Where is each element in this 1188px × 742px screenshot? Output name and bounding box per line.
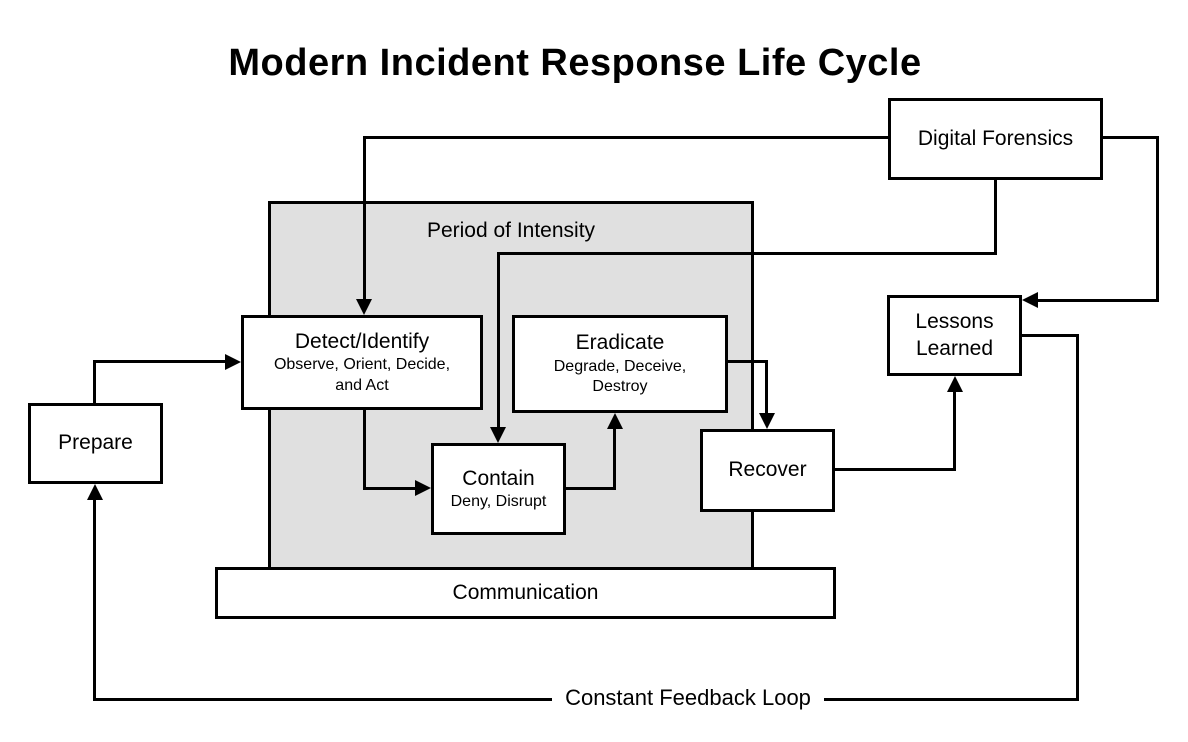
digital-forensics-label: Digital Forensics: [917, 126, 1074, 150]
prepare-label: Prepare: [58, 431, 133, 455]
eradicate-label: Eradicate: [575, 331, 665, 355]
arrowhead-into-contain-left: [415, 480, 431, 496]
contain-sublabel: Deny, Disrupt: [450, 492, 547, 510]
edge-line: [1103, 136, 1159, 139]
detect-identify-label: Detect/Identify: [294, 329, 430, 353]
period-of-intensity-label: Period of Intensity: [426, 219, 596, 242]
edge-line: [93, 498, 96, 701]
communication-bar: Communication: [215, 567, 836, 619]
arrowhead-into-detect-left: [225, 354, 241, 370]
arrowhead-into-lessons-right: [1022, 292, 1038, 308]
arrowhead-into-prepare-bottom: [87, 484, 103, 500]
arrowhead-into-detect-top: [356, 299, 372, 315]
arrowhead-into-eradicate-bottom: [607, 413, 623, 429]
detect-identify-sublabel: Observe, Orient, Decide, and Act: [273, 356, 451, 394]
lessons-learned-box: Lessons Learned: [887, 295, 1022, 376]
edge-line: [1076, 334, 1079, 701]
edge-line: [1156, 136, 1159, 301]
contain-box: Contain Deny, Disrupt: [431, 443, 566, 535]
recover-box: Recover: [700, 429, 835, 512]
edge-line: [1036, 299, 1159, 302]
detect-identify-box: Detect/Identify Observe, Orient, Decide,…: [241, 315, 483, 410]
edge-line: [765, 360, 768, 415]
recover-label: Recover: [728, 458, 807, 482]
eradicate-box: Eradicate Degrade, Deceive, Destroy: [512, 315, 728, 413]
contain-label: Contain: [462, 466, 535, 490]
arrowhead-into-contain-top: [490, 427, 506, 443]
edge-line: [497, 252, 500, 429]
edge-line: [1022, 334, 1079, 337]
edge-line: [613, 427, 616, 490]
edge-line: [497, 252, 997, 255]
constant-feedback-loop-label: Constant Feedback Loop: [552, 685, 824, 711]
edge-line: [93, 360, 96, 403]
edge-line: [363, 136, 888, 139]
edge-line: [363, 136, 366, 301]
edge-line: [953, 390, 956, 471]
communication-label: Communication: [452, 580, 599, 604]
edge-line: [994, 180, 997, 255]
digital-forensics-box: Digital Forensics: [888, 98, 1103, 180]
edge-line: [835, 468, 956, 471]
edge-line: [566, 487, 616, 490]
edge-line: [363, 487, 417, 490]
edge-line: [363, 410, 366, 490]
arrowhead-into-recover-top: [759, 413, 775, 429]
diagram-title: Modern Incident Response Life Cycle: [228, 42, 922, 84]
eradicate-sublabel: Degrade, Deceive, Destroy: [553, 357, 687, 396]
arrowhead-into-lessons-bottom: [947, 376, 963, 392]
lessons-learned-label: Lessons Learned: [915, 310, 994, 360]
edge-line: [93, 360, 229, 363]
prepare-box: Prepare: [28, 403, 163, 484]
edge-line: [728, 360, 768, 363]
